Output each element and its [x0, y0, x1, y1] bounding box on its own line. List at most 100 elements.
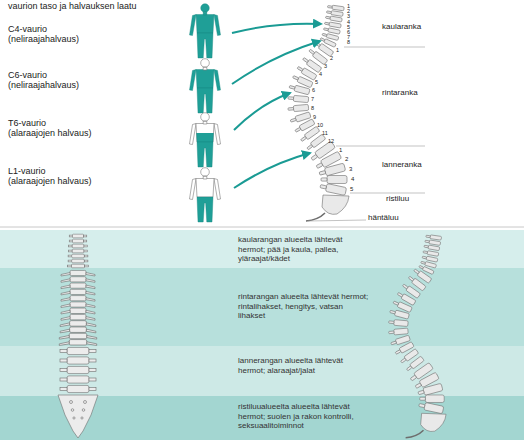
vertebra-number: 2 — [345, 156, 348, 163]
nerve-region-band: ristiluualueelta alueelta lähtevät hermo… — [0, 396, 524, 440]
region-rule — [350, 193, 425, 194]
vertebra — [60, 347, 96, 354]
injury-arrows — [232, 24, 321, 188]
sacral-foramen — [71, 409, 74, 412]
sacral-foramen — [81, 417, 83, 419]
vertebra — [61, 296, 95, 302]
sacral-foramen — [84, 401, 87, 404]
nerve-region-band: rintarangan alueelta lähtevät hermot; ri… — [0, 268, 524, 346]
vertebra-number: 10 — [317, 122, 323, 128]
region-rules — [308, 47, 425, 221]
figure-legs — [197, 142, 213, 167]
vertebra — [61, 314, 95, 320]
vertebra-number: 5 — [350, 186, 353, 193]
figure-t6 — [190, 113, 221, 167]
vertebra-number: 4 — [351, 176, 354, 183]
figure-c4 — [190, 4, 221, 58]
vertebra — [60, 357, 96, 364]
band-text: kaularangan alueelta lähtevät hermot; pä… — [238, 235, 370, 264]
vertebra-number: 3 — [349, 166, 352, 173]
figure-arms — [190, 15, 221, 36]
sacral-foramen — [82, 409, 85, 412]
vertebra — [60, 366, 96, 373]
panel-divider — [0, 227, 524, 228]
figure-torso — [196, 15, 214, 34]
spine-region-label: ristiluu — [386, 194, 409, 203]
figure-head — [201, 4, 210, 15]
injury-level-label: C4-vaurio (neliraajahalvaus) — [8, 24, 94, 45]
injury-level-label: C6-vaurio (neliraajahalvaus) — [8, 70, 94, 91]
figure-arms — [190, 124, 221, 145]
injury-arrow — [232, 41, 320, 84]
vertebra — [69, 239, 87, 243]
injury-arrow — [234, 153, 310, 188]
figure-c6 — [190, 59, 221, 113]
figure-legs — [197, 33, 213, 58]
vertebra — [59, 340, 96, 346]
vertebra — [68, 259, 88, 263]
band-text: ristiluualueelta alueelta lähtevät hermo… — [238, 402, 370, 431]
figure-head — [201, 168, 210, 179]
vertebra — [61, 283, 95, 289]
figure-arms — [190, 179, 221, 200]
vertebra — [68, 264, 89, 268]
injury-level-label: L1-vaurio (alaraajojen halvaus) — [8, 166, 94, 187]
vertebra — [69, 234, 87, 238]
spine-front-view — [58, 234, 98, 438]
spine-region-label: kaularanka — [382, 22, 421, 31]
vertebra-number: 1 — [336, 47, 339, 53]
figure-torso — [196, 179, 214, 198]
spine-region-label: lanneranka — [382, 160, 422, 169]
figure-torso — [196, 124, 214, 143]
spine-side-view — [389, 234, 447, 437]
nerve-region-band: kaularangan alueelta lähtevät hermot; pä… — [0, 230, 524, 268]
spine-region-label: rintaranka — [382, 88, 418, 97]
vertebra-number: 12 — [328, 138, 334, 144]
vertebra — [68, 254, 88, 258]
vertebra-number: 2 — [330, 55, 333, 61]
vertebra — [61, 302, 95, 308]
figure-arms — [190, 70, 221, 91]
vertebra — [61, 277, 95, 283]
band-text: rintarangan alueelta lähtevät hermot; ri… — [238, 292, 370, 321]
spine-region-label: häntäluu — [368, 213, 399, 222]
region-rule — [336, 146, 425, 147]
vertebra-number: 1 — [339, 147, 342, 154]
figure-head — [201, 59, 210, 70]
vertebra — [60, 385, 96, 392]
vertebra-number: 11 — [322, 130, 328, 136]
vertebra-number: 5 — [315, 79, 318, 85]
vertebra — [60, 376, 96, 383]
figure-head — [201, 113, 210, 124]
vertebra — [69, 244, 88, 248]
vertebra-number: 6 — [312, 87, 315, 93]
vertebra — [59, 333, 96, 339]
spine-side-view — [288, 5, 349, 221]
panel-title: vaurion taso ja halvauksen laatu — [8, 1, 137, 11]
figure-legs — [197, 88, 213, 113]
vertebra-number: 4 — [319, 71, 322, 77]
vertebra-number: 3 — [324, 63, 327, 69]
vertebra — [69, 249, 88, 253]
figure-legs — [197, 197, 213, 222]
vertebra-number: 8 — [347, 39, 350, 45]
sacrum — [58, 395, 98, 438]
figure-torso — [196, 70, 214, 89]
region-rule — [344, 47, 425, 48]
injury-level-label: T6-vaurio (alaraajojen halvaus) — [8, 118, 94, 139]
vertebra-number: 8 — [311, 105, 314, 111]
vertebra — [61, 308, 95, 314]
nerve-region-band: lannerangan alueelta lähtevät hermot; al… — [0, 346, 524, 396]
sacral-foramen — [70, 401, 73, 404]
vertebra — [60, 321, 96, 327]
figure-torso-paralysed — [196, 133, 214, 142]
vertebra — [61, 289, 95, 295]
injury-arrow — [234, 93, 290, 130]
vertebra-number: 7 — [311, 96, 314, 102]
figure-l1 — [190, 168, 221, 222]
injury-arrow — [232, 24, 321, 33]
band-text: lannerangan alueelta lähtevät hermot; al… — [238, 356, 370, 375]
